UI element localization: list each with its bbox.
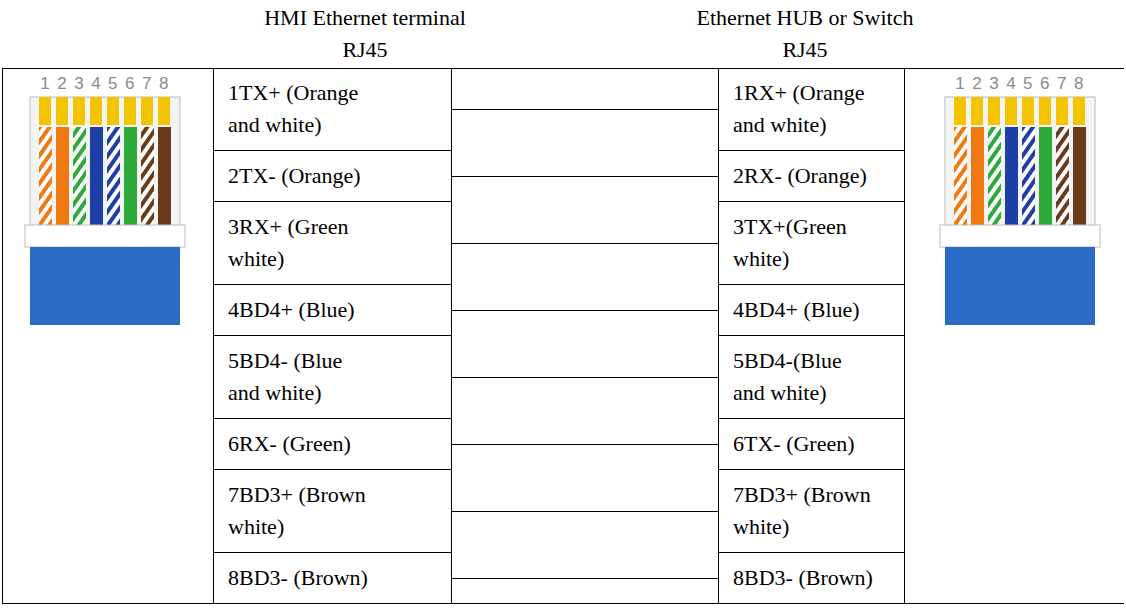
pin-label: 5BD4- (Blue and white) bbox=[228, 345, 371, 409]
pin-cell: 8BD3- (Brown) bbox=[213, 553, 452, 604]
pair-wire bbox=[452, 578, 718, 579]
pin-cell: 2TX- (Orange) bbox=[213, 151, 452, 202]
pin-numbers: 12345678 bbox=[955, 74, 1091, 94]
pin-cell: 4BD4+ (Blue) bbox=[718, 285, 905, 336]
pin-numbers: 12345678 bbox=[40, 74, 176, 94]
pin-cell: 8BD3- (Brown) bbox=[718, 553, 905, 604]
pin-cell: 3TX+(Green white) bbox=[718, 202, 905, 285]
rj45-plug-picture bbox=[25, 97, 185, 325]
pair-wire bbox=[452, 176, 718, 177]
pin-label: 3RX+ (Green white) bbox=[228, 211, 371, 275]
table-border bbox=[2, 68, 1124, 69]
pin-label: 2RX- (Orange) bbox=[733, 160, 876, 192]
connector-type: RJ45 bbox=[782, 36, 827, 64]
pin-cell: 3RX+ (Green white) bbox=[213, 202, 452, 285]
pin-cell: 2RX- (Orange) bbox=[718, 151, 905, 202]
pin-label: 8BD3- (Brown) bbox=[733, 562, 876, 594]
pin-label: 4BD4+ (Blue) bbox=[228, 294, 371, 326]
pin-label: 5BD4-(Blue and white) bbox=[733, 345, 876, 409]
pair-wire bbox=[452, 109, 718, 110]
table-border bbox=[2, 603, 1124, 604]
pin-cell: 5BD4- (Blue and white) bbox=[213, 336, 452, 419]
connector-type: RJ45 bbox=[342, 36, 387, 64]
pin-label: 6TX- (Green) bbox=[733, 428, 876, 460]
pin-cell: 4BD4+ (Blue) bbox=[213, 285, 452, 336]
pin-cell: 1RX+ (Orange and white) bbox=[718, 68, 905, 151]
pin-cell: 1TX+ (Orange and white) bbox=[213, 68, 452, 151]
pin-cell: 6RX- (Green) bbox=[213, 419, 452, 470]
pin-label: 1RX+ (Orange and white) bbox=[733, 77, 876, 141]
device-heading: HMI Ethernet terminal bbox=[264, 4, 466, 32]
pin-cell: 7BD3+ (Brown white) bbox=[718, 470, 905, 553]
pin-label: 2TX- (Orange) bbox=[228, 160, 371, 192]
pair-wire bbox=[452, 444, 718, 445]
pin-label: 6RX- (Green) bbox=[228, 428, 371, 460]
pin-cell: 6TX- (Green) bbox=[718, 419, 905, 470]
pin-cell: 5BD4-(Blue and white) bbox=[718, 336, 905, 419]
pair-wire bbox=[452, 511, 718, 512]
pin-label: 1TX+ (Orange and white) bbox=[228, 77, 371, 141]
pin-label: 3TX+(Green white) bbox=[733, 211, 876, 275]
rj45-plug-picture bbox=[940, 97, 1100, 325]
pin-label: 7BD3+ (Brown white) bbox=[733, 479, 876, 543]
pin-label: 8BD3- (Brown) bbox=[228, 562, 371, 594]
pin-label: 7BD3+ (Brown white) bbox=[228, 479, 371, 543]
pair-wire bbox=[452, 377, 718, 378]
pin-label: 4BD4+ (Blue) bbox=[733, 294, 876, 326]
device-heading: Ethernet HUB or Switch bbox=[697, 4, 914, 32]
pair-wire bbox=[452, 310, 718, 311]
table-border bbox=[2, 68, 3, 604]
pair-wire bbox=[452, 243, 718, 244]
pin-cell: 7BD3+ (Brown white) bbox=[213, 470, 452, 553]
